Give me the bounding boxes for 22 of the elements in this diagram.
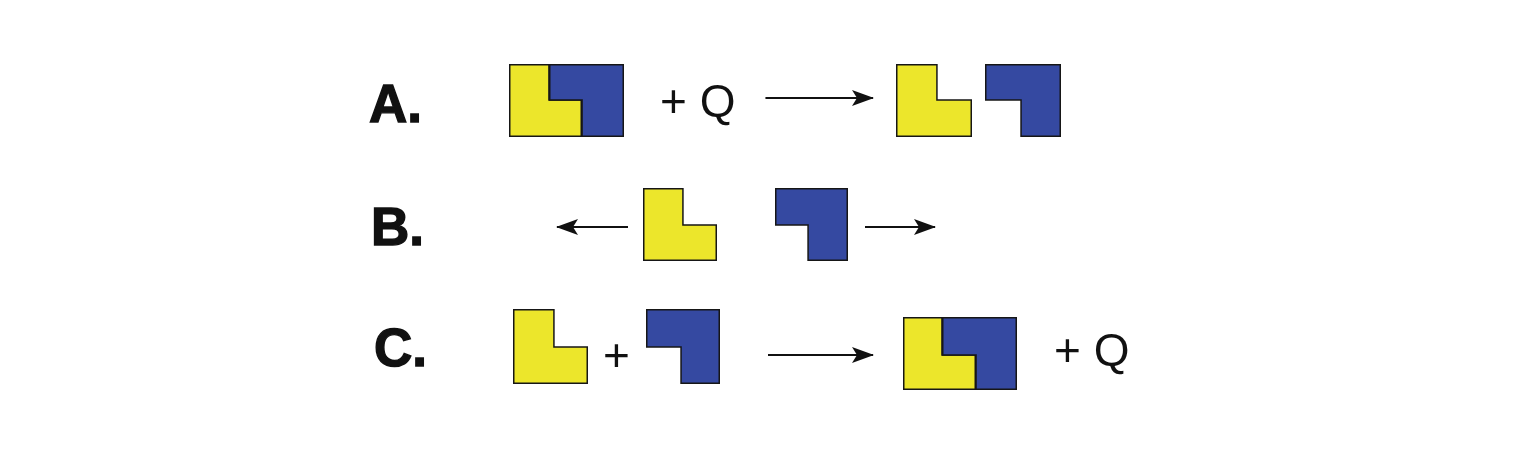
l-shaped-piece (985, 64, 1061, 137)
plus-sign: + (603, 332, 630, 378)
l-shaped-piece (513, 309, 588, 384)
row-label: C. (374, 321, 427, 374)
l-shaped-piece (896, 64, 972, 137)
combined-block (509, 64, 624, 137)
equation-term: + Q (1054, 327, 1130, 373)
arrow (764, 90, 874, 106)
arrow (864, 219, 936, 235)
l-shaped-piece (903, 317, 976, 390)
l-shaped-piece (643, 188, 717, 261)
arrow (767, 347, 874, 363)
l-shaped-piece (775, 188, 848, 261)
row-label: B. (371, 200, 424, 253)
l-shaped-piece (942, 317, 1017, 390)
l-shaped-piece (549, 64, 624, 137)
l-shaped-piece (509, 64, 582, 137)
equation-term: + Q (660, 78, 736, 124)
arrow (556, 219, 629, 235)
l-shaped-piece (646, 309, 720, 384)
row-label: A. (369, 77, 422, 130)
combined-block (903, 317, 1017, 390)
